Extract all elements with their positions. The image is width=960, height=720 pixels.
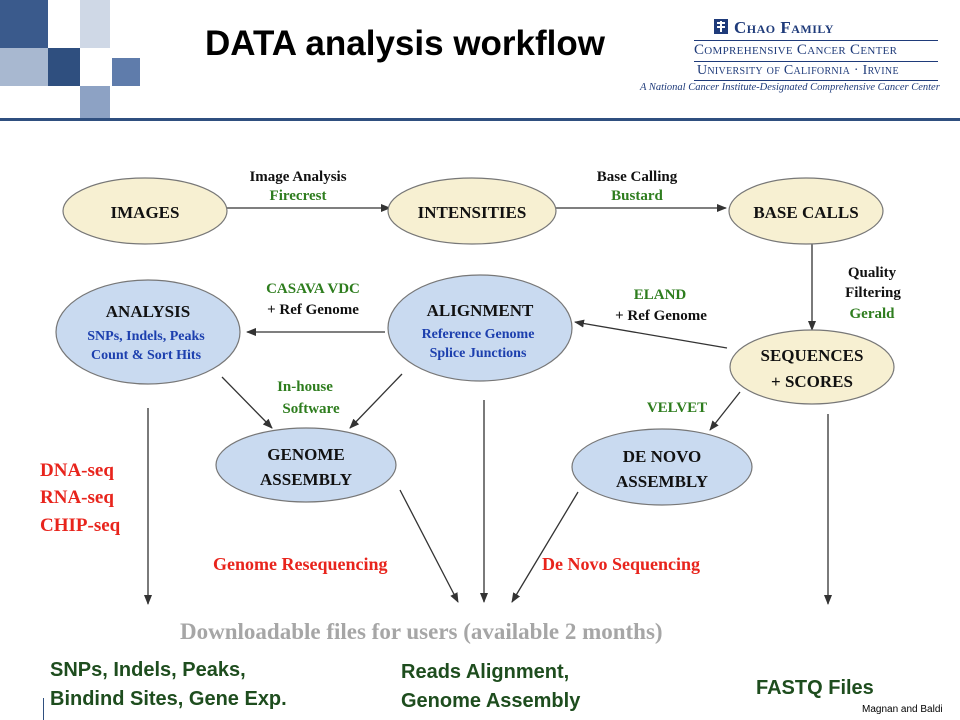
corner-square-1	[0, 0, 48, 48]
label-bustard: Bustard	[611, 188, 663, 204]
node-sequences: SEQUENCES + SCORES	[729, 329, 895, 405]
label-inhouse: In-house	[277, 379, 333, 395]
label-quality: Quality	[848, 265, 897, 281]
bottom-left-frame	[43, 698, 44, 720]
logo-line-2: Comprehensive Cancer Center	[694, 42, 898, 58]
node-alignment: ALIGNMENT Reference Genome Splice Juncti…	[387, 274, 573, 382]
edge-sequences-alignment	[574, 319, 728, 349]
edge-analysis-genome	[221, 376, 273, 429]
node-denovo-title: DE NOVO	[623, 447, 702, 466]
node-denovo-line2: ASSEMBLY	[616, 472, 708, 491]
corner-square-2	[48, 0, 82, 48]
downloads-columns: SNPs, Indels, Peaks, Bindind Sites, Gene…	[50, 659, 874, 712]
download-col1-line2: Bindind Sites, Gene Exp.	[50, 688, 287, 710]
label-genome-resequencing: Genome Resequencing	[213, 554, 388, 574]
label-firecrest: Firecrest	[270, 188, 327, 204]
logo-rule-2	[694, 61, 938, 62]
label-base-calling: Base Calling	[597, 169, 678, 185]
edge-alignment-genome	[349, 373, 403, 429]
corner-square-8	[0, 86, 48, 118]
corner-square-3	[0, 48, 48, 86]
corner-square-5	[80, 0, 110, 48]
corner-square-4	[48, 48, 80, 86]
logo-line-1: Chao Family	[734, 18, 834, 37]
label-chip-seq: CHIP-seq	[40, 515, 121, 536]
label-eland: ELAND	[634, 287, 687, 303]
logo-line-3: University of California · Irvine	[697, 63, 899, 78]
node-analysis: ANALYSIS SNPs, Indels, Peaks Count & Sor…	[55, 279, 241, 385]
node-analysis-title: ANALYSIS	[106, 302, 190, 321]
corner-square-7	[112, 58, 140, 86]
node-intensities-label: INTENSITIES	[418, 203, 527, 222]
label-software: Software	[282, 401, 340, 417]
label-casava-ref: + Ref Genome	[267, 302, 359, 318]
node-genome-line2: ASSEMBLY	[260, 470, 352, 489]
node-intensities: INTENSITIES	[387, 177, 557, 245]
corner-square-6	[80, 86, 110, 118]
label-eland-ref: + Ref Genome	[615, 308, 707, 324]
node-sequences-title: SEQUENCES	[761, 346, 864, 365]
logo-rule-3	[694, 80, 938, 81]
download-col1-line1: SNPs, Indels, Peaks,	[50, 659, 246, 681]
download-col2-line2: Genome Assembly	[401, 690, 581, 712]
header-divider	[0, 118, 960, 121]
node-de-novo-assembly: DE NOVO ASSEMBLY	[571, 428, 753, 506]
download-col2-line1: Reads Alignment,	[401, 661, 569, 683]
seal-icon	[714, 19, 728, 34]
node-sequences-line2: + SCORES	[771, 372, 853, 391]
node-analysis-line2: SNPs, Indels, Peaks	[87, 329, 205, 344]
label-gerald: Gerald	[850, 306, 896, 322]
page-title: DATA analysis workflow	[205, 24, 605, 63]
edge-denovo-download	[511, 491, 579, 603]
red-labels: DNA-seq RNA-seq CHIP-seq Genome Resequen…	[40, 460, 700, 574]
node-alignment-line2: Reference Genome	[422, 327, 535, 342]
edge-genome-download	[399, 489, 459, 603]
image-credit: Magnan and Baldi	[862, 704, 943, 715]
label-rna-seq: RNA-seq	[40, 487, 114, 508]
label-image-analysis: Image Analysis	[249, 169, 346, 185]
label-casava: CASAVA VDC	[266, 281, 360, 297]
institution-logo: Chao Family Comprehensive Cancer Center …	[640, 12, 950, 102]
node-images: IMAGES	[62, 177, 228, 245]
node-images-label: IMAGES	[111, 203, 180, 222]
logo-rule-1	[694, 40, 938, 41]
node-analysis-line3: Count & Sort Hits	[91, 348, 202, 363]
node-alignment-line3: Splice Junctions	[430, 346, 527, 361]
edge-sequences-denovo	[709, 391, 741, 431]
label-filtering: Filtering	[845, 285, 901, 301]
edges	[144, 204, 832, 605]
downloads-heading: Downloadable files for users (available …	[180, 619, 663, 644]
label-de-novo-sequencing: De Novo Sequencing	[542, 554, 700, 574]
node-base-calls-label: BASE CALLS	[753, 203, 858, 222]
node-genome-title: GENOME	[267, 445, 344, 464]
download-col3-line1: FASTQ Files	[756, 677, 874, 699]
label-velvet: VELVET	[647, 400, 707, 416]
logo-line-4: A National Cancer Institute-Designated C…	[640, 82, 940, 93]
node-alignment-title: ALIGNMENT	[427, 301, 534, 320]
node-base-calls: BASE CALLS	[728, 177, 884, 245]
node-genome-assembly: GENOME ASSEMBLY	[215, 427, 397, 503]
edge-labels: Image Analysis Firecrest Base Calling Bu…	[249, 169, 901, 417]
label-dna-seq: DNA-seq	[40, 460, 114, 481]
